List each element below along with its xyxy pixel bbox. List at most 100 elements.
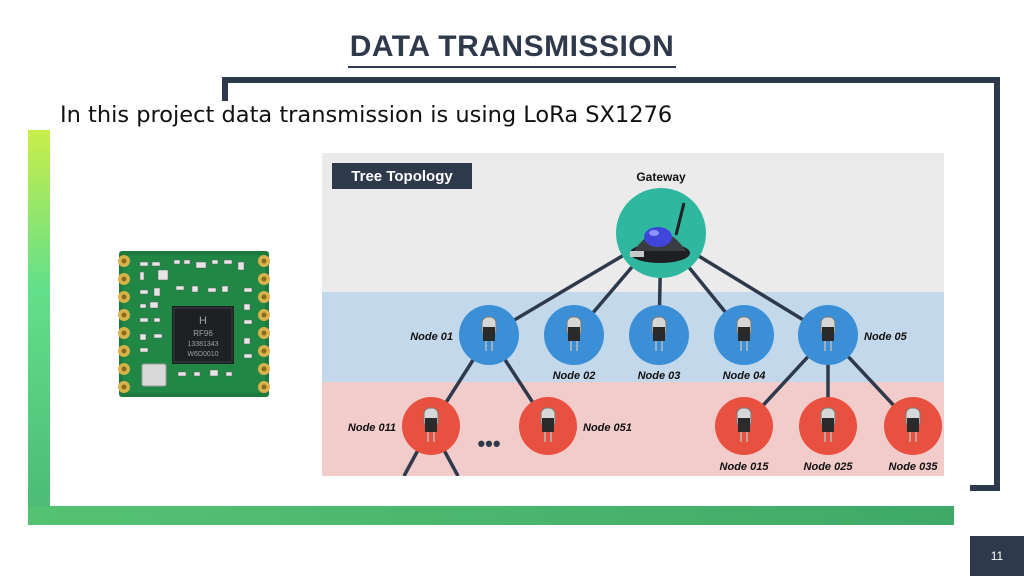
- sensor-probe-icon: [905, 407, 921, 442]
- topology-label-box: [332, 163, 472, 189]
- node-n05: Node 05: [798, 305, 908, 365]
- chip-pad-hole: [261, 294, 267, 300]
- chip-smd-part: [139, 271, 145, 281]
- chip-smd-part: [243, 303, 251, 311]
- chip-smd-part: [243, 319, 253, 325]
- sensor-probe-icon: [540, 407, 556, 442]
- node-label: Node 025: [804, 461, 854, 473]
- chip-smd-part: [223, 259, 233, 265]
- chip-smd-part: [183, 259, 191, 265]
- chip-smd-part: [195, 261, 207, 269]
- sensor-probe-icon: [820, 407, 836, 442]
- chip-components: [139, 259, 253, 377]
- chip-smd-part: [139, 289, 149, 295]
- chip-ic-highlight: [173, 307, 233, 363]
- node-label: Node 04: [723, 370, 766, 382]
- chip-pad-hole: [261, 312, 267, 318]
- node-n03: Node 03: [629, 305, 689, 382]
- slide-title-text: DATA TRANSMISSION: [347, 28, 677, 68]
- sensor-probe-icon: [423, 407, 439, 442]
- chip-smd-part: [211, 259, 219, 265]
- chip-smd-part: [139, 333, 147, 341]
- node-n025: Node 025: [799, 397, 857, 473]
- chip-marking-1: H: [199, 315, 207, 327]
- chip-smd-part: [139, 317, 149, 323]
- chip-pad-hole: [121, 384, 127, 390]
- chip-smd-part: [177, 371, 187, 377]
- chip-pad-hole: [121, 294, 127, 300]
- chip-pads: [118, 255, 270, 393]
- chip-marking-2: RF96: [193, 329, 213, 338]
- chip-smd-part: [191, 285, 199, 293]
- chip-smd-part: [151, 261, 161, 267]
- frame-line-bottom-right: [970, 485, 1000, 491]
- sensor-probe-icon: [651, 316, 667, 351]
- chip-smd-part: [139, 347, 149, 353]
- chip-pad-hole: [261, 330, 267, 336]
- chip-smd-part: [225, 371, 233, 377]
- chip-smd-part: [175, 285, 185, 291]
- chip-smd-part: [243, 287, 253, 293]
- chip-smd-part: [149, 301, 159, 309]
- frame-line-right: [994, 77, 1000, 491]
- chip-crystal: [141, 363, 167, 387]
- node-n01: Node 01: [410, 305, 519, 365]
- gateway-device-icon: [630, 202, 690, 263]
- chip-smd-part: [139, 303, 147, 309]
- chip-smd-part: [157, 269, 169, 281]
- frame-green-bottom: [28, 506, 954, 525]
- node-label: Node 051: [583, 422, 632, 434]
- frame-line-top: [222, 77, 1000, 83]
- chip-smd-part: [243, 337, 251, 345]
- chip-smd-part: [207, 287, 217, 293]
- chip-pad-hole: [261, 366, 267, 372]
- chip-smd-part: [153, 317, 161, 323]
- chip-pad-hole: [261, 348, 267, 354]
- node-label: Node 02: [553, 370, 596, 382]
- node-n011: Node 011: [348, 397, 460, 455]
- node-n02: Node 02: [544, 305, 604, 382]
- chip-pad-hole: [261, 384, 267, 390]
- node-label: Node 03: [638, 370, 681, 382]
- node-n04: Node 04: [714, 305, 774, 382]
- sensor-probe-icon: [736, 407, 752, 442]
- chip-smd-part: [209, 369, 219, 377]
- chip-smd-part: [237, 261, 245, 271]
- sensor-probe-icon: [820, 316, 836, 351]
- chip-smd-part: [173, 259, 181, 265]
- sensor-probe-icon: [481, 316, 497, 351]
- frame-line-top-left: [222, 77, 228, 101]
- chip-pad-hole: [121, 276, 127, 282]
- sensor-probe-icon: [566, 316, 582, 351]
- chip-pad-hole: [121, 312, 127, 318]
- gateway-node: [616, 188, 706, 278]
- level1-nodes: Node 01 Node 02 Node 03 Node 04 Node 05: [410, 305, 908, 382]
- gateway-label: Gateway: [636, 170, 686, 184]
- slide-subtitle: In this project data transmission is usi…: [60, 102, 673, 128]
- chip-marking-4: W6D0010: [187, 351, 218, 358]
- node-label: Node 015: [720, 461, 770, 473]
- chip-marking-3: 13381343: [187, 341, 218, 348]
- node-n015: Node 015: [715, 397, 773, 473]
- chip-smd-part: [153, 333, 163, 339]
- node-n035: Node 035: [884, 397, 942, 473]
- node-label: Node 01: [410, 331, 453, 343]
- topology-label: Tree Topology: [351, 168, 453, 185]
- chip-smd-part: [221, 285, 229, 293]
- chip-ic: [172, 306, 234, 364]
- slide-title: DATA TRANSMISSION: [0, 28, 1024, 68]
- chip-pad-hole: [261, 276, 267, 282]
- ellipsis: •••: [477, 431, 500, 456]
- lora-chip-image: H RF96 13381343 W6D0010: [118, 251, 270, 397]
- chip-smd-part: [243, 353, 253, 359]
- sensor-probe-icon: [736, 316, 752, 351]
- node-label: Node 035: [889, 461, 939, 473]
- node-label: Node 011: [348, 422, 396, 434]
- chip-pad-hole: [121, 258, 127, 264]
- chip-pad-hole: [261, 258, 267, 264]
- chip-pad-hole: [121, 366, 127, 372]
- chip-pad-hole: [121, 330, 127, 336]
- chip-smd-part: [193, 371, 201, 377]
